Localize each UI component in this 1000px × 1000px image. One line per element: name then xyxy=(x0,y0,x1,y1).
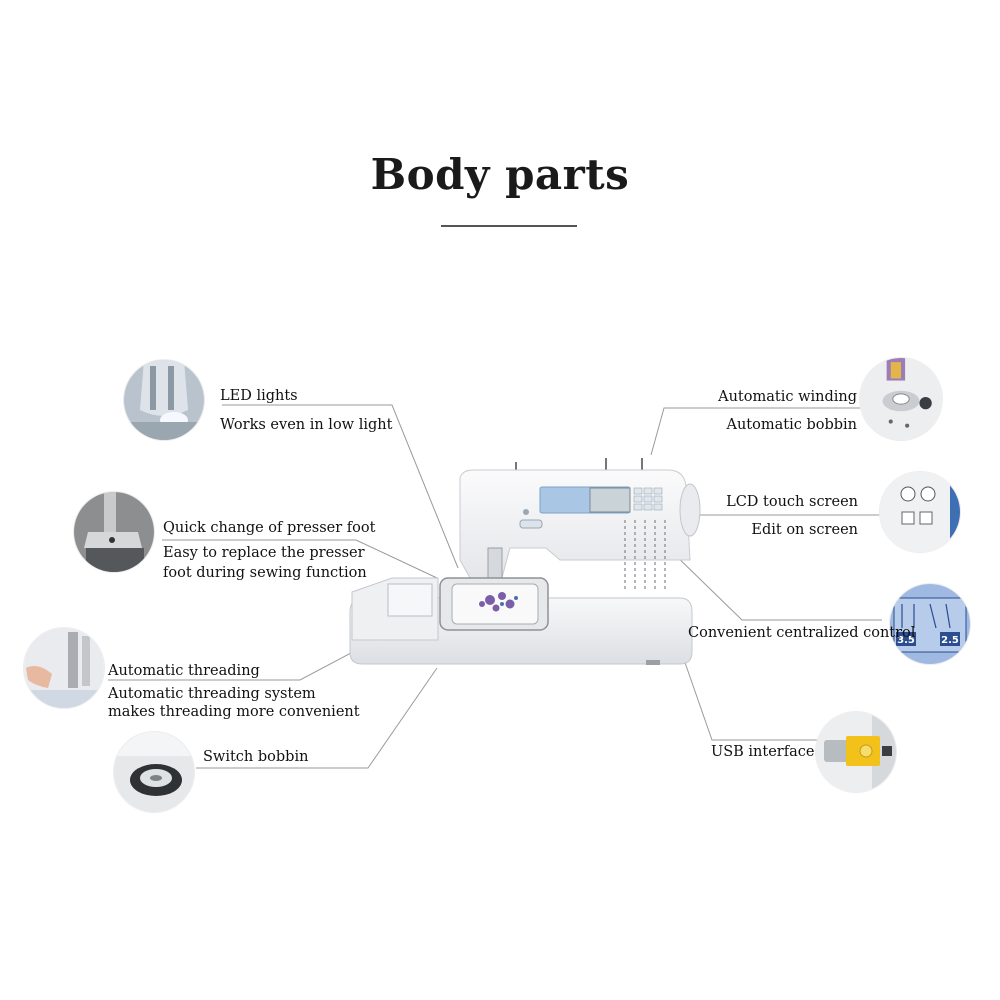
switch-bobbin-thumbnail xyxy=(114,732,194,812)
page-title: Body parts xyxy=(370,150,630,199)
leader-usb xyxy=(681,653,820,741)
usb-interface-label: USB interface xyxy=(711,744,815,760)
centralized-control-label: Convenient centralized control xyxy=(688,625,916,641)
threading-label: Automatic threading xyxy=(108,663,260,679)
leader-led xyxy=(222,404,459,569)
led-lights-thumbnail xyxy=(124,360,204,440)
automatic-winding-description: Automatic bobbin xyxy=(726,417,857,433)
leader-control xyxy=(667,547,882,621)
led-lights-description: Works even in low light xyxy=(220,417,393,433)
screen-value-right: 2.5 xyxy=(941,635,959,646)
automatic-winding-label: Automatic winding xyxy=(718,389,857,405)
switch-bobbin-label: Switch bobbin xyxy=(203,749,309,765)
usb-interface-thumbnail xyxy=(816,712,896,792)
presser-foot-label: Quick change of presser foot xyxy=(163,520,376,536)
presser-foot-thumbnail xyxy=(74,492,154,572)
leader-presser xyxy=(162,539,438,579)
threading-thumbnail xyxy=(24,628,104,708)
automatic-winding-thumbnail xyxy=(860,358,942,440)
screen-value-left: 3.5 xyxy=(897,635,915,646)
presser-foot-description-line2: foot during sewing function xyxy=(163,565,367,581)
lcd-touch-screen-description: Edit on screen xyxy=(751,522,858,538)
title-underline xyxy=(441,225,577,227)
lcd-touch-screen-thumbnail xyxy=(880,472,960,552)
lcd-touch-screen-label: LCD touch screen xyxy=(726,494,858,510)
threading-description-line1: Automatic threading system xyxy=(108,686,316,702)
leader-bobbin-switch xyxy=(196,667,438,769)
centralized-control-thumbnail: 3.5 2.5 xyxy=(890,584,970,664)
presser-foot-description-line1: Easy to replace the presser xyxy=(163,545,365,561)
threading-description-line2: makes threading more convenient xyxy=(108,704,360,720)
leader-winding xyxy=(650,407,862,456)
led-lights-label: LED lights xyxy=(220,388,298,404)
